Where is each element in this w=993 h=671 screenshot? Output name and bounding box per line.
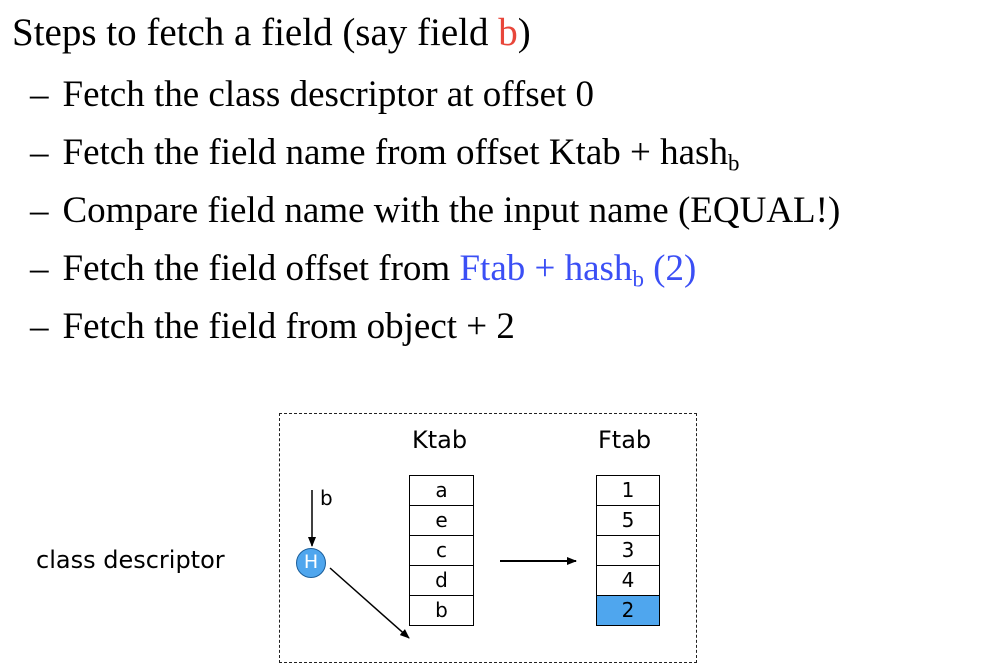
step-highlight-text: Ftab + hash — [459, 248, 633, 289]
bullet-dash: – — [30, 190, 49, 231]
ktab-cell: c — [410, 536, 473, 566]
step-subscript: b — [727, 150, 740, 176]
ftab-cell: 1 — [597, 476, 659, 506]
step-text: Fetch the field from object + 2 — [62, 306, 515, 347]
ftab-cell: 5 — [597, 506, 659, 536]
step-item: –Fetch the field from object + 2 — [30, 298, 840, 356]
bullet-dash: – — [30, 132, 49, 173]
ftab-cell: 3 — [597, 536, 659, 566]
step-highlight-suffix: (2) — [643, 248, 697, 289]
title-suffix: ) — [517, 11, 531, 54]
ftab-cell: 2 — [597, 596, 659, 626]
hash-to-ktab-arrow — [329, 567, 410, 639]
step-highlight-subscript: b — [632, 266, 644, 292]
step-item: –Fetch the class descriptor at offset 0 — [30, 66, 840, 124]
step-item: –Compare field name with the input name … — [30, 182, 840, 240]
bullet-dash: – — [30, 306, 49, 347]
bullet-dash: – — [30, 248, 49, 289]
step-text: Fetch the field name from offset Ktab + … — [62, 132, 728, 173]
title-field-name: b — [498, 11, 518, 54]
step-list: –Fetch the class descriptor at offset 0 … — [30, 66, 840, 356]
ktab-header: Ktab — [412, 426, 468, 454]
step-text: Compare field name with the input name (… — [62, 190, 841, 231]
ktab-cell: b — [410, 596, 473, 626]
ftab-table: 1 5 3 4 2 — [596, 475, 660, 626]
input-field-label: b — [320, 486, 333, 510]
ktab-cell: e — [410, 506, 473, 536]
ktab-cell: d — [410, 566, 473, 596]
title-prefix: Steps to fetch a field (say field — [12, 11, 499, 54]
ktab-table: a e c d b — [409, 475, 474, 626]
bullet-dash: – — [30, 74, 49, 115]
class-descriptor-label: class descriptor — [36, 546, 225, 574]
hash-function-node: H — [296, 548, 326, 578]
step-item: –Fetch the field offset from Ftab + hash… — [30, 240, 840, 298]
step-item: –Fetch the field name from offset Ktab +… — [30, 124, 840, 182]
ftab-cell: 4 — [597, 566, 659, 596]
ftab-header: Ftab — [598, 426, 652, 454]
ktab-cell: a — [410, 476, 473, 506]
step-text: Fetch the field offset from — [62, 248, 460, 289]
slide-title: Steps to fetch a field (say field b) — [12, 8, 531, 58]
class-descriptor-box — [279, 413, 697, 663]
step-text: Fetch the class descriptor at offset 0 — [62, 74, 595, 115]
